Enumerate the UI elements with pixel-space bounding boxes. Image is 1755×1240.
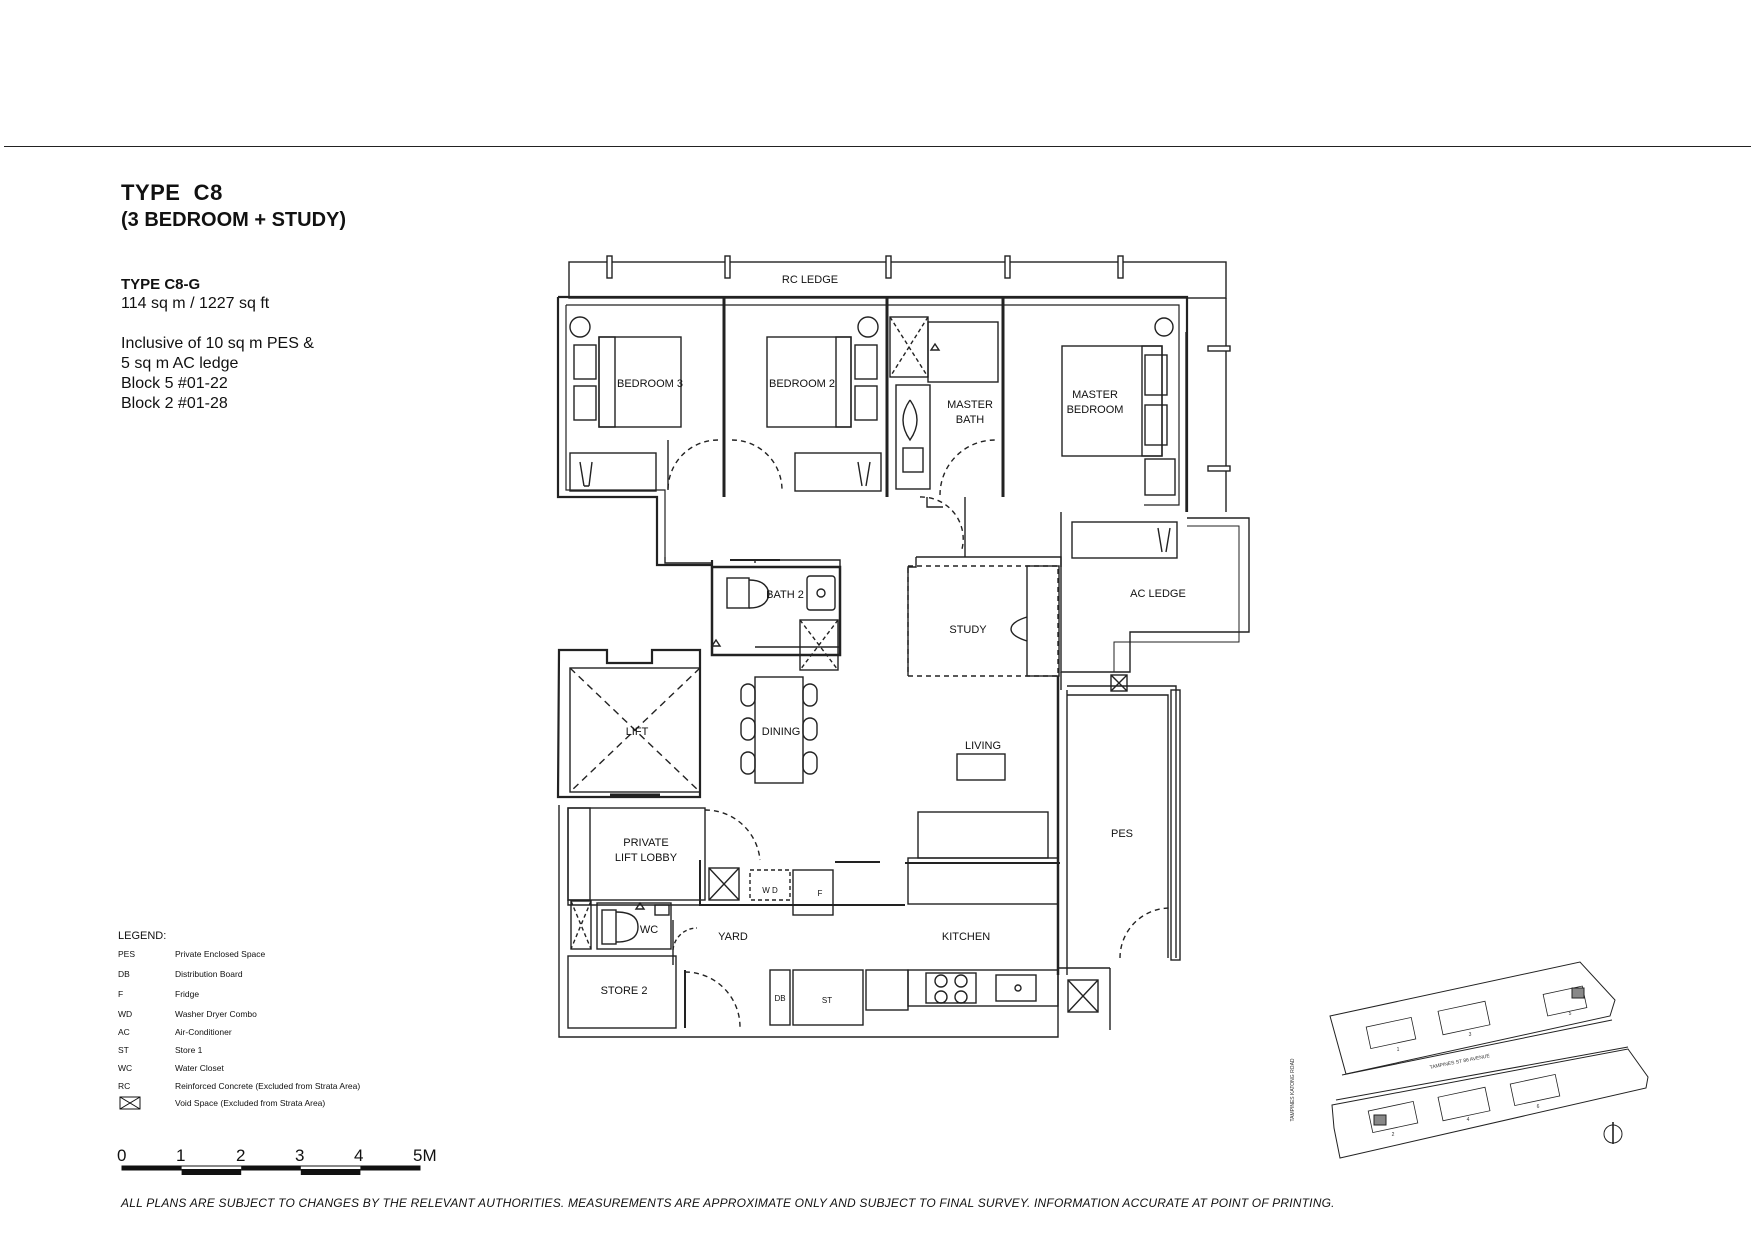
unit-type-subtitle: (3 BEDROOM + STUDY) — [121, 209, 347, 231]
legend-row: WD Washer Dryer Combo — [118, 1009, 418, 1023]
legend-row: PES Private Enclosed Space — [118, 949, 418, 963]
pes-label: PES — [1111, 828, 1133, 840]
yard-label: YARD — [718, 931, 748, 943]
wc-label: WC — [640, 924, 658, 936]
legend-title: LEGEND: — [118, 930, 167, 942]
legend-desc: Fridge — [175, 989, 200, 999]
ac-ledge-label: AC LEDGE — [1130, 588, 1186, 600]
disclaimer: ALL PLANS ARE SUBJECT TO CHANGES BY THE … — [121, 1196, 1335, 1210]
scale-bar — [121, 1165, 421, 1175]
scale-label: 4 — [354, 1146, 364, 1165]
legend-row: ST Store 1 — [118, 1045, 418, 1059]
bedroom3-label: BEDROOM 3 — [617, 378, 683, 390]
legend-abbr: F — [118, 989, 124, 999]
lift-label: LIFT — [626, 726, 649, 738]
scale-label: 0 — [117, 1146, 127, 1165]
scale-label: 5M — [413, 1146, 437, 1165]
void-space-icon — [119, 1096, 141, 1110]
legend-abbr: AC — [118, 1027, 130, 1037]
legend-desc: Reinforced Concrete (Excluded from Strat… — [175, 1081, 361, 1091]
kitchen-label: KITCHEN — [942, 931, 990, 943]
legend-desc: Store 1 — [175, 1045, 203, 1055]
legend-desc: Void Space (Excluded from Strata Area) — [175, 1098, 326, 1108]
legend-desc: Air-Conditioner — [175, 1027, 232, 1037]
unit-variant: TYPE C8-G — [121, 276, 201, 293]
legend-row: WC Water Closet — [118, 1063, 418, 1077]
site-key-plan — [1329, 961, 1649, 1159]
rc-ledge-outline — [568, 261, 1227, 299]
site-side-road-label: TAMPINES KATONG ROAD — [1290, 1058, 1296, 1121]
private-lift-lobby-label: LIFT LOBBY — [615, 852, 678, 864]
legend-abbr: DB — [118, 969, 130, 979]
legend-abbr: RC — [118, 1081, 131, 1091]
store2-label: STORE 2 — [601, 985, 648, 997]
site-block-label: 5 — [1569, 1011, 1572, 1017]
master-bedroom-label: BEDROOM — [1067, 404, 1124, 416]
unit-info-line: Block 5 #01-22 — [121, 375, 228, 392]
legend-desc: Water Closet — [175, 1063, 224, 1073]
site-block-label: 2 — [1392, 1132, 1395, 1138]
legend-desc: Distribution Board — [175, 969, 243, 979]
legend-abbr: WD — [118, 1009, 133, 1019]
dining-label: DINING — [762, 726, 801, 738]
legend-abbr: ST — [118, 1045, 129, 1055]
unit-type-title: TYPE C8 — [121, 180, 223, 205]
living-label: LIVING — [965, 740, 1001, 752]
legend-abbr: WC — [118, 1063, 133, 1073]
bath2-label: BATH 2 — [766, 589, 804, 601]
site-block-label: 1 — [1397, 1047, 1400, 1053]
legend-desc: Washer Dryer Combo — [175, 1009, 257, 1019]
header-rule — [4, 146, 1751, 147]
master-bedroom-label: MASTER — [1072, 389, 1118, 401]
st-label: ST — [822, 996, 832, 1005]
unit-info-line: 5 sq m AC ledge — [121, 355, 239, 372]
private-lift-lobby-label: PRIVATE — [623, 837, 668, 849]
unit-info-line: Block 2 #01-28 — [121, 395, 228, 412]
legend-row: F Fridge — [118, 989, 418, 1003]
legend-row: DB Distribution Board — [118, 969, 418, 983]
study-label: STUDY — [949, 624, 987, 636]
unit-area: 114 sq m / 1227 sq ft — [121, 295, 270, 312]
site-block-label: 4 — [1467, 1117, 1470, 1123]
rc-ledge-label: RC LEDGE — [782, 274, 838, 286]
fridge-label: F — [818, 889, 823, 898]
scale-label: 2 — [236, 1146, 246, 1165]
wd-label: W D — [762, 886, 778, 895]
site-block-label: 6 — [1537, 1104, 1540, 1110]
scale-label: 3 — [295, 1146, 305, 1165]
scale-label: 1 — [176, 1146, 186, 1165]
legend-row: RC Reinforced Concrete (Excluded from St… — [118, 1081, 418, 1095]
unit-info-line: Inclusive of 10 sq m PES & — [121, 335, 314, 352]
legend-abbr: PES — [118, 949, 136, 959]
bedroom2-label: BEDROOM 2 — [769, 378, 835, 390]
legend-row: Void Space (Excluded from Strata Area) — [118, 1098, 418, 1112]
legend-row: AC Air-Conditioner — [118, 1027, 418, 1041]
db-label: DB — [774, 994, 785, 1003]
master-bath-label: BATH — [956, 414, 985, 426]
master-bath-label: MASTER — [947, 399, 993, 411]
legend-desc: Private Enclosed Space — [175, 949, 266, 959]
site-block-label: 3 — [1469, 1032, 1472, 1038]
